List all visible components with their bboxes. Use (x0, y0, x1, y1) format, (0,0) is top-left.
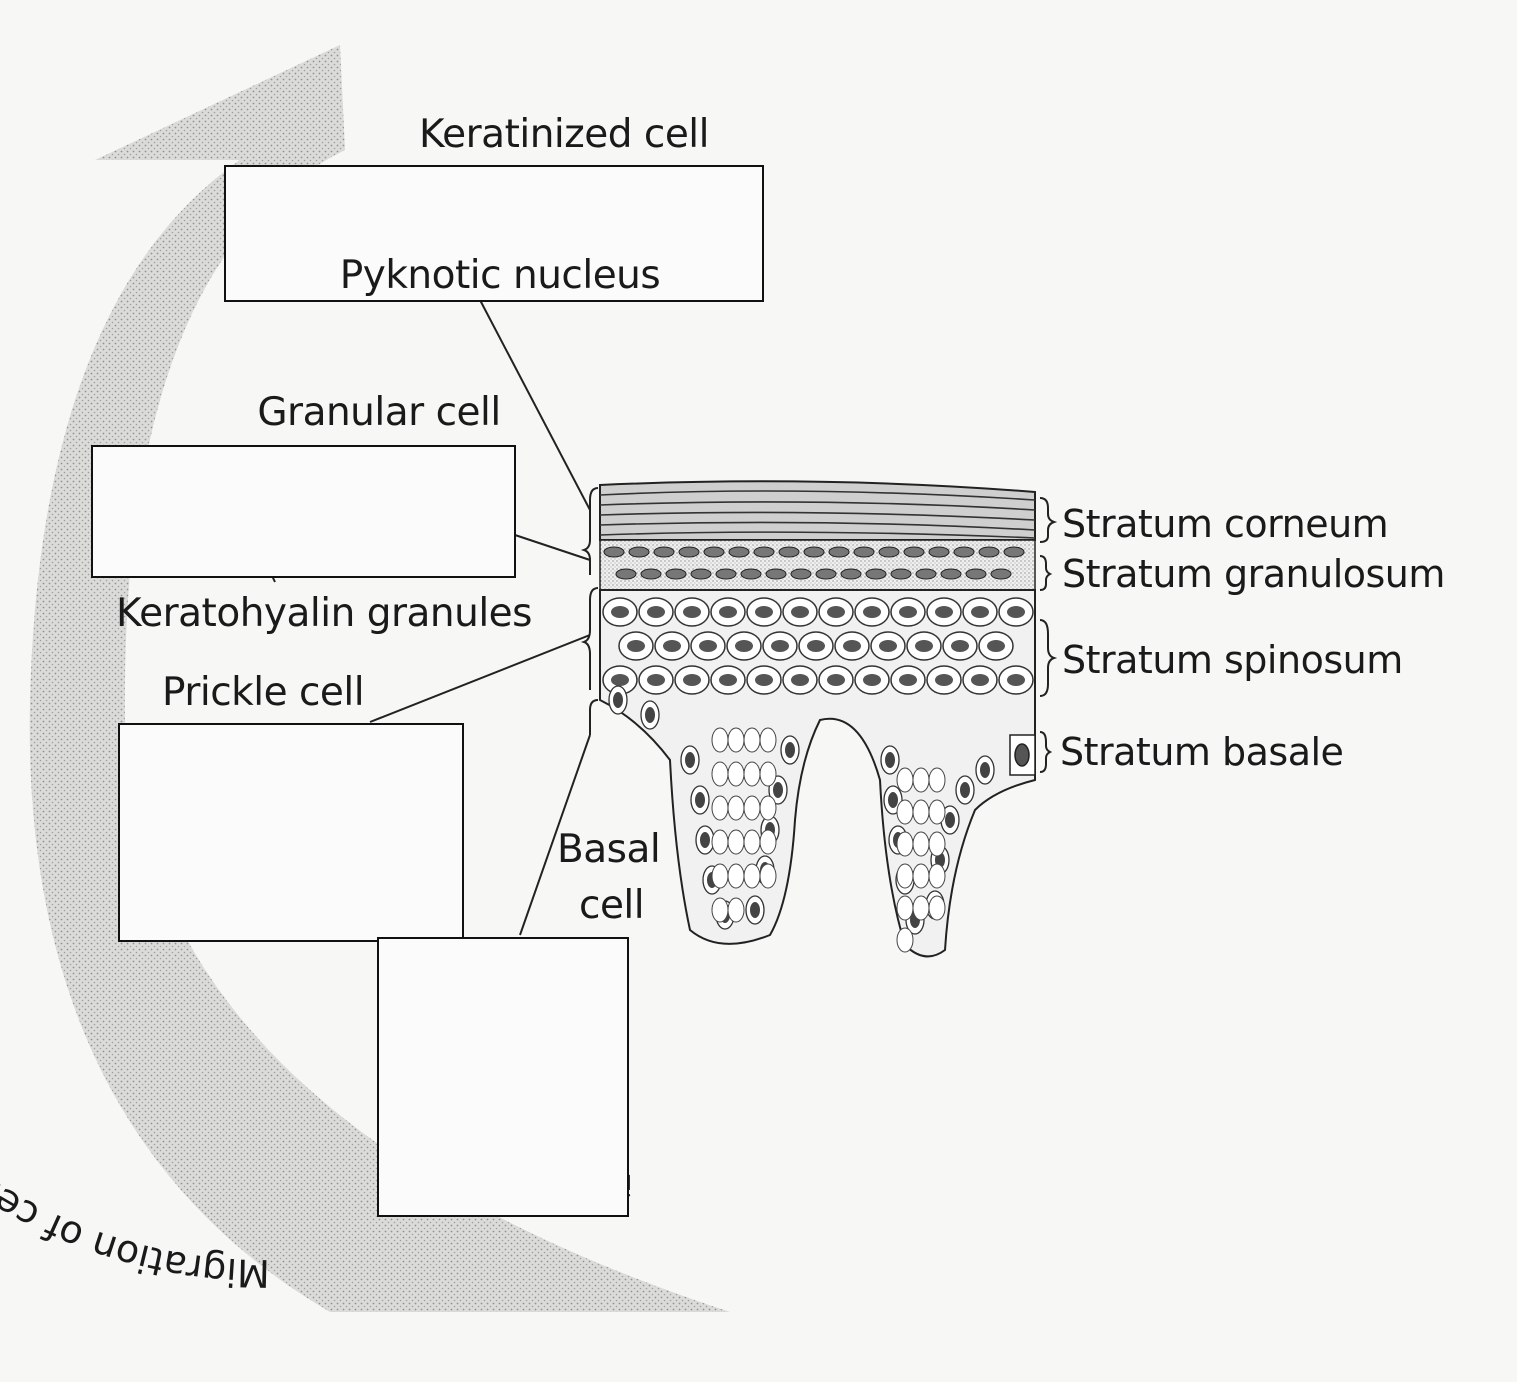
basal-cell-title-line1: Basal (557, 830, 660, 869)
granular-cell-box (91, 445, 516, 578)
pyknotic-nucleus-label: Pyknotic nucleus (330, 256, 670, 295)
prickle-cell-title: Prickle cell (162, 673, 364, 712)
epithelium-section (600, 481, 1054, 956)
basal-cell-title-line2: cell (579, 886, 644, 925)
strata-braces (1040, 498, 1054, 772)
prickle-cell-box (118, 723, 464, 942)
stratum-corneum-label: Stratum corneum (1062, 505, 1388, 543)
granular-cell-title: Granular cell (234, 393, 524, 432)
stratum-granulosum-label: Stratum granulosum (1062, 555, 1445, 593)
basal-cell-box (377, 937, 629, 1217)
stratum-basale-label: Stratum basale (1060, 733, 1343, 771)
keratinized-cell-title: Keratinized cell (384, 115, 744, 154)
stratum-spinosum-label: Stratum spinosum (1062, 641, 1403, 679)
keratohyalin-granules-label: Keratohyalin granules (116, 594, 532, 633)
